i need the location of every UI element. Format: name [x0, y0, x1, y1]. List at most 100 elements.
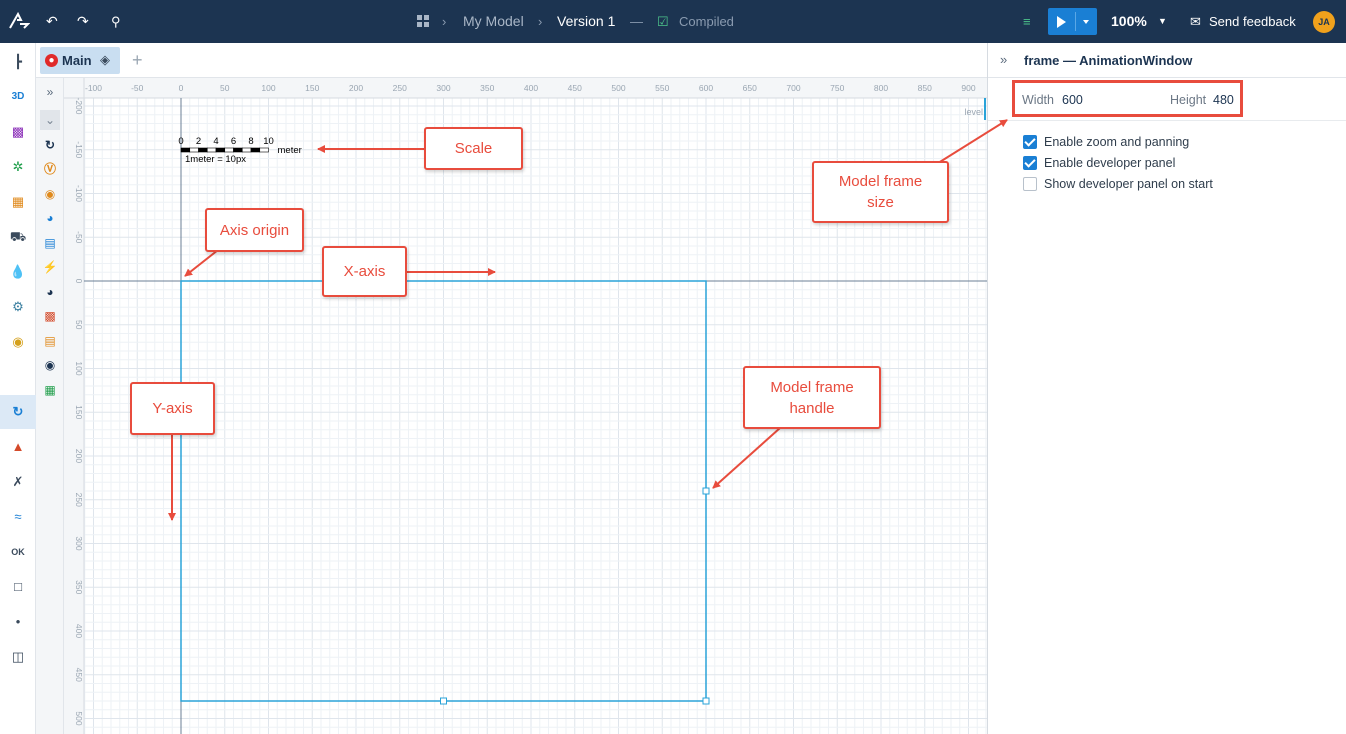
breadcrumb-model[interactable]: My Model [463, 0, 524, 43]
scale-ratio: 1meter = 10px [185, 154, 246, 165]
callout-line: size [867, 192, 894, 213]
space-markup-icon[interactable]: ✗ [0, 465, 36, 499]
scale-segment [260, 148, 269, 152]
statistics-icon[interactable]: ▩ [40, 306, 60, 326]
ruler-x-label: 700 [786, 83, 800, 93]
ruler-y-label: 0 [74, 279, 84, 284]
feedback-icon[interactable]: ✉ [1190, 0, 1201, 43]
scale-callout: Scale [424, 127, 523, 170]
road-traffic-library-icon[interactable]: ⛟ [0, 220, 36, 254]
play-icon [1057, 16, 1066, 28]
developer-panel-checkbox[interactable] [1023, 156, 1037, 170]
pedestrian-library-icon[interactable]: ✲ [0, 150, 36, 184]
anylogic-logo-icon[interactable] [8, 12, 30, 30]
ruler-x-label: -100 [85, 83, 102, 93]
rail-library-icon[interactable]: ▦ [0, 185, 36, 219]
scale-segment [190, 148, 199, 152]
ruler-x-label: 500 [611, 83, 625, 93]
chevron-right-icon: › [538, 0, 542, 43]
chevron-right-icon: › [442, 0, 446, 43]
left-sidebar: ┣ 3D ▩ ✲ ▦ ⛟ 💧 ⚙ ◉ ↻ ▲ ✗ ≈ OK □ • ◫ [0, 43, 36, 734]
function-icon[interactable]: ◕ [40, 208, 60, 228]
scale-segment [225, 148, 234, 152]
option-label: Enable zoom and panning [1044, 133, 1189, 151]
undo-icon[interactable]: ↶ [46, 0, 58, 43]
compiled-check-icon: ☑ [657, 0, 669, 43]
ruler-y-label: 50 [74, 320, 84, 330]
ruler-x-label: 300 [436, 83, 450, 93]
pictures-library-icon[interactable]: • [0, 605, 36, 639]
frame-handle-bottom [441, 698, 447, 704]
zoom-dropdown-icon[interactable]: ▼ [1158, 0, 1167, 43]
layers-icon[interactable]: ◈ [100, 52, 110, 68]
frame-handle-right [703, 488, 709, 494]
level-label: level [964, 107, 983, 117]
user-avatar[interactable]: JA [1313, 11, 1335, 33]
connector-icon[interactable]: ▦ [40, 380, 60, 400]
agent-library-icon[interactable]: ↻ [0, 395, 36, 429]
projects-tree-icon[interactable]: ┣ [0, 45, 36, 79]
dynamic-event-icon[interactable]: ◕ [40, 282, 60, 302]
zoom-panning-checkbox[interactable] [1023, 135, 1037, 149]
variable-icon[interactable]: Ⓥ [40, 159, 60, 179]
scale-segment [207, 148, 216, 152]
send-feedback-link[interactable]: Send feedback [1209, 0, 1296, 43]
option-label: Show developer panel on start [1044, 175, 1213, 193]
scale-tick-label: 6 [231, 136, 236, 147]
run-dropdown-icon[interactable] [1083, 20, 1089, 24]
palette-collapse-icon[interactable]: ⌄ [40, 110, 60, 130]
grid-icon[interactable] [417, 15, 429, 27]
collection-icon[interactable]: ◉ [40, 184, 60, 204]
add-tab-button[interactable]: + [132, 47, 143, 74]
process-modeling-icon[interactable]: ⚙ [0, 290, 36, 324]
top-bar: ↶ ↷ ⚲ › My Model › Version 1 — ☑ Compile… [0, 0, 1346, 43]
factory-library-icon[interactable]: ▩ [0, 115, 36, 149]
port-icon[interactable]: ◉ [40, 355, 60, 375]
ruler-x-label: 750 [830, 83, 844, 93]
ruler-x-label: 0 [179, 83, 184, 93]
analysis-library-icon[interactable]: ≈ [0, 500, 36, 534]
ruler-x-label: 250 [393, 83, 407, 93]
ruler-x-label: 200 [349, 83, 363, 93]
ruler-x-label: 400 [524, 83, 538, 93]
frame-size-callout: Model frame size [812, 161, 949, 223]
palette-expand-icon[interactable]: » [40, 82, 60, 102]
table-function-icon[interactable]: ▤ [40, 233, 60, 253]
ruler-y-label: 350 [74, 580, 84, 594]
ruler-y-label: 250 [74, 493, 84, 507]
x-axis-callout: X-axis [322, 246, 407, 297]
ruler-y-label: -100 [74, 185, 84, 202]
search-icon[interactable]: ⚲ [111, 0, 121, 43]
redo-icon[interactable]: ↷ [77, 0, 89, 43]
breadcrumb-version[interactable]: Version 1 [557, 0, 615, 43]
ruler-x-label: 550 [655, 83, 669, 93]
collapse-panel-icon[interactable]: » [1000, 52, 1007, 67]
frame-handle-callout: Model frame handle [743, 366, 881, 429]
ruler-y-label: 300 [74, 536, 84, 550]
scale-tick-label: 2 [196, 136, 201, 147]
filter-check-icon[interactable]: ≡ [1023, 0, 1031, 43]
schedule-icon[interactable]: ▤ [40, 331, 60, 351]
ruler-y-label: 200 [74, 449, 84, 463]
developer-panel-start-checkbox[interactable] [1023, 177, 1037, 191]
fluid-library-icon[interactable]: 💧 [0, 255, 36, 289]
tab-main[interactable]: ● Main ◈ [40, 47, 120, 74]
ruler-y-label: 500 [74, 711, 84, 725]
run-button[interactable] [1048, 8, 1097, 35]
scale-tick-label: 8 [248, 136, 253, 147]
tab-main-label: Main [62, 47, 92, 74]
connectivity-library-icon[interactable]: □ [0, 570, 36, 604]
controls-library-icon[interactable]: OK [0, 535, 36, 569]
material-handling-icon[interactable]: ◉ [0, 325, 36, 359]
3d-objects-icon[interactable]: ◫ [0, 640, 36, 674]
scale-segment [181, 148, 190, 152]
presentation-library-icon[interactable]: ▲ [0, 430, 36, 464]
scale-segment [199, 148, 208, 152]
editor-tabs: ● Main ◈ + [36, 43, 987, 78]
3d-library-icon[interactable]: 3D [0, 80, 36, 114]
zoom-level[interactable]: 100% [1111, 0, 1147, 43]
event-icon[interactable]: ⚡ [40, 257, 60, 277]
agent-icon[interactable]: ↻ [40, 135, 60, 155]
ruler-x-label: 650 [743, 83, 757, 93]
